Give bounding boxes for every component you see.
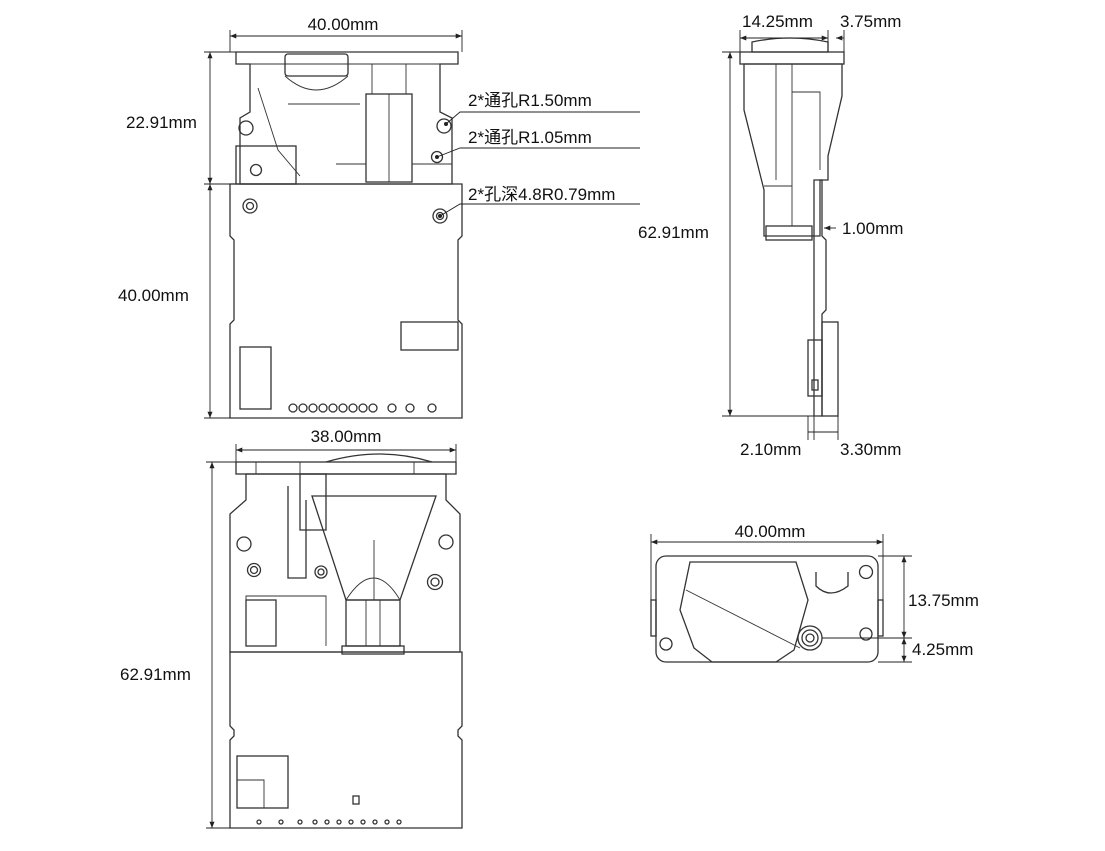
side-housing — [739, 37, 845, 241]
side-view — [722, 30, 845, 440]
front-board-height-label: 40.00mm — [118, 286, 189, 305]
front-width-label: 40.00mm — [308, 15, 379, 34]
front-dimensions — [204, 30, 463, 419]
top-height-label: 13.75mm — [908, 591, 979, 610]
callout-through-hole-r105: 2*通孔R1.05mm — [468, 128, 592, 147]
callout-blind-hole: 2*孔深4.8R0.79mm — [468, 185, 615, 204]
side-dimensions — [722, 30, 845, 440]
front-lens-housing — [235, 51, 459, 185]
back-view — [206, 444, 463, 829]
top-dimensions — [650, 534, 912, 663]
side-lip-label: 3.75mm — [840, 12, 901, 31]
through-hole-left — [238, 120, 254, 136]
side-height-label: 62.91mm — [638, 223, 709, 242]
pin-header-back — [256, 819, 402, 825]
back-height-label: 62.91mm — [120, 665, 191, 684]
front-top-height-label: 22.91mm — [126, 113, 197, 132]
pin-header-front — [288, 403, 437, 413]
callout-through-hole-r150: 2*通孔R1.50mm — [468, 91, 592, 110]
side-pcb-thickness-label: 1.00mm — [842, 219, 903, 238]
top-view — [650, 534, 912, 663]
side-depth-label: 14.25mm — [742, 12, 813, 31]
front-pcb — [229, 183, 463, 419]
top-width-label: 40.00mm — [735, 522, 806, 541]
top-offset-label: 4.25mm — [912, 640, 973, 659]
back-housing — [229, 453, 461, 655]
back-width-label: 38.00mm — [311, 427, 382, 446]
side-pcb — [807, 179, 839, 417]
front-callout-leaders — [435, 111, 640, 218]
side-bottom-right-label: 3.30mm — [840, 440, 901, 459]
side-bottom-left-label: 2.10mm — [740, 440, 801, 459]
through-hole-right — [436, 118, 452, 134]
dimension-labels: 40.00mm 22.91mm 40.00mm 2*通孔R1.50mm 2*通孔… — [118, 12, 979, 684]
back-pcb — [229, 651, 463, 829]
top-outline — [650, 555, 884, 663]
back-dimensions — [206, 444, 457, 829]
front-view — [204, 30, 640, 419]
